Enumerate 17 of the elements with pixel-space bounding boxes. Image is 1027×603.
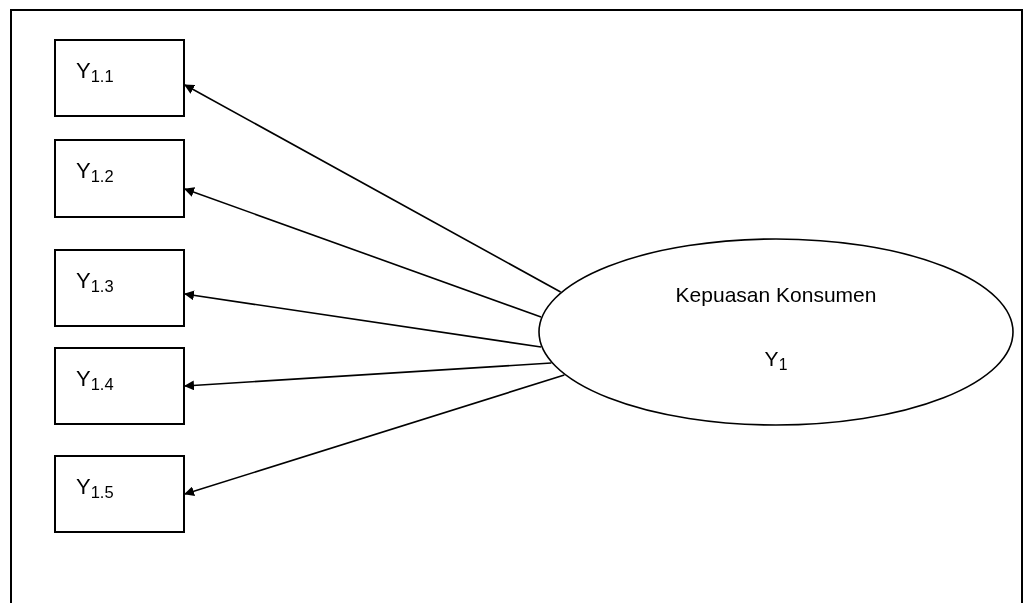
arrow bbox=[184, 362, 553, 391]
indicator-label: Y$_{1.2}$ bbox=[76, 157, 115, 185]
arrow bbox=[184, 290, 542, 348]
indicator-box bbox=[54, 455, 185, 533]
construct-label: Y$_{1}$ bbox=[764, 346, 788, 373]
indicator-label: Y$_{1.3}$ bbox=[76, 267, 115, 295]
indicator-label: Y$_{1.1}$ bbox=[76, 57, 115, 85]
construct-label: Kepuasan Konsumen bbox=[675, 282, 877, 308]
arrow bbox=[184, 374, 566, 497]
indicator-box bbox=[54, 249, 185, 327]
indicator-box bbox=[54, 347, 185, 425]
indicator-box bbox=[54, 39, 185, 117]
arrow bbox=[184, 84, 562, 293]
indicator-box bbox=[54, 139, 185, 218]
arrow bbox=[184, 187, 542, 318]
indicator-label: Y$_{1.5}$ bbox=[76, 473, 115, 501]
indicator-label: Y$_{1.4}$ bbox=[76, 365, 115, 393]
